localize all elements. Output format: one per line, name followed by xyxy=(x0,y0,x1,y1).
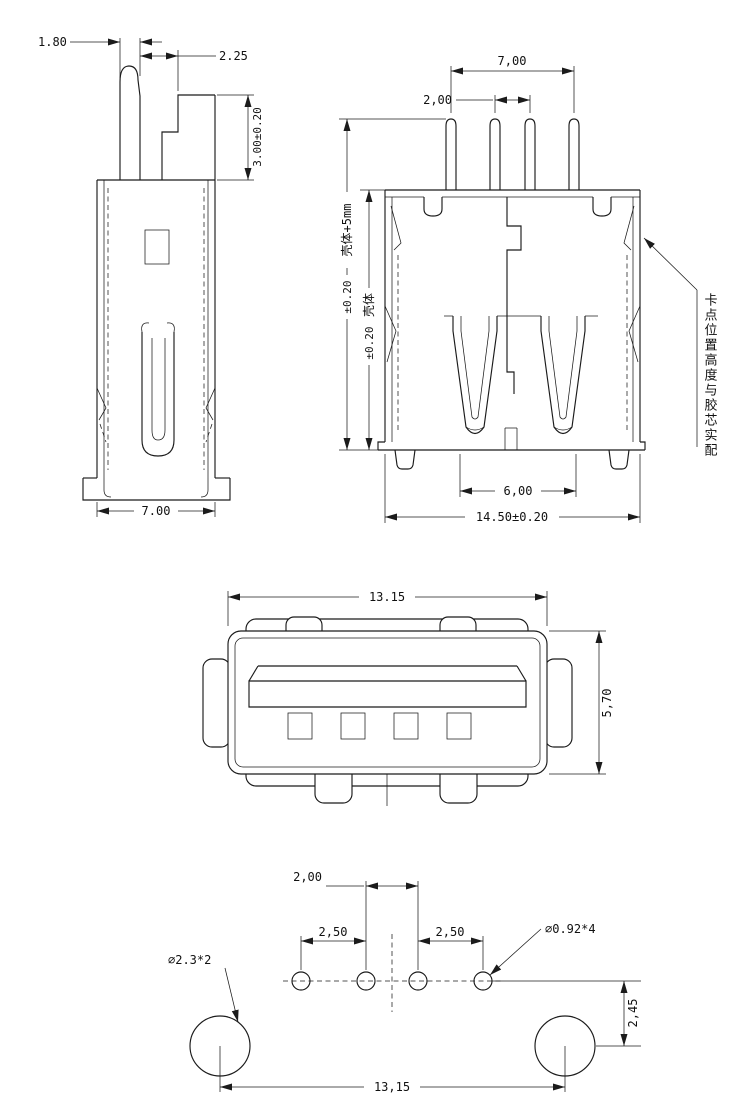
latch-note: 卡点位置高度与胶芯实配 xyxy=(702,293,718,458)
dim-tab-height: 3.00±0.20 xyxy=(251,107,264,167)
shell-seam xyxy=(506,197,522,394)
latch-point-left xyxy=(390,205,402,251)
dim-total-height-label: 壳体+5mm xyxy=(340,204,354,257)
base-plate xyxy=(82,478,231,501)
dim-row-offset: 2,45 xyxy=(626,999,640,1028)
side-ear-right xyxy=(544,658,573,748)
latch-point-right xyxy=(623,205,635,251)
contact-windows xyxy=(287,712,472,740)
dim-tab-offset: 2.25 xyxy=(219,49,248,63)
dim-face-height: 5,70 xyxy=(600,689,614,718)
mount-holes xyxy=(189,1015,596,1077)
through-hole-pins xyxy=(445,118,580,190)
side-ear-left xyxy=(202,658,231,748)
dim-shell-width: 14.50±0.20 xyxy=(476,510,548,524)
dim-mount-hole: ∅2.3*2 xyxy=(168,953,211,967)
dim-pin-hole: ∅0.92*4 xyxy=(545,922,596,936)
dim-body-width: 7.00 xyxy=(142,504,171,518)
dim-pitch-left: 2,50 xyxy=(319,925,348,939)
dim-total-height-tol: ±0.20 xyxy=(341,280,354,313)
dim-contact-span: 6,00 xyxy=(504,484,533,498)
front-view: 7,00 2,00 壳体+5mm ±0.20 壳体 ±0.20 xyxy=(339,54,717,524)
solder-prong xyxy=(119,65,141,180)
dim-shell-height-label: 壳体 xyxy=(362,293,376,317)
spring-contact xyxy=(141,332,175,457)
spring-contacts xyxy=(452,316,586,435)
dim-pitch-right: 2,50 xyxy=(436,925,465,939)
dim-shell-height-tol: ±0.20 xyxy=(363,326,376,359)
dim-pin-pitch: 2,00 xyxy=(423,93,452,107)
face-view: 13.15 5,70 xyxy=(202,590,614,806)
dim-prong-width: 1.80 xyxy=(38,35,67,49)
dim-pin-span: 7,00 xyxy=(498,54,527,68)
dim-mount-span: 13,15 xyxy=(374,1080,410,1094)
step-tab xyxy=(161,94,215,180)
latch-window xyxy=(144,229,170,265)
side-view: 1.80 2.25 3.00±0.20 7.00 xyxy=(38,35,264,518)
dim-pitch-center: 2,00 xyxy=(293,870,322,884)
dim-face-width: 13.15 xyxy=(369,590,405,604)
footprint-view: 2,00 2,50 2,50 ∅0.92*4 ∅2.3*2 2,45 13,15 xyxy=(168,870,641,1094)
